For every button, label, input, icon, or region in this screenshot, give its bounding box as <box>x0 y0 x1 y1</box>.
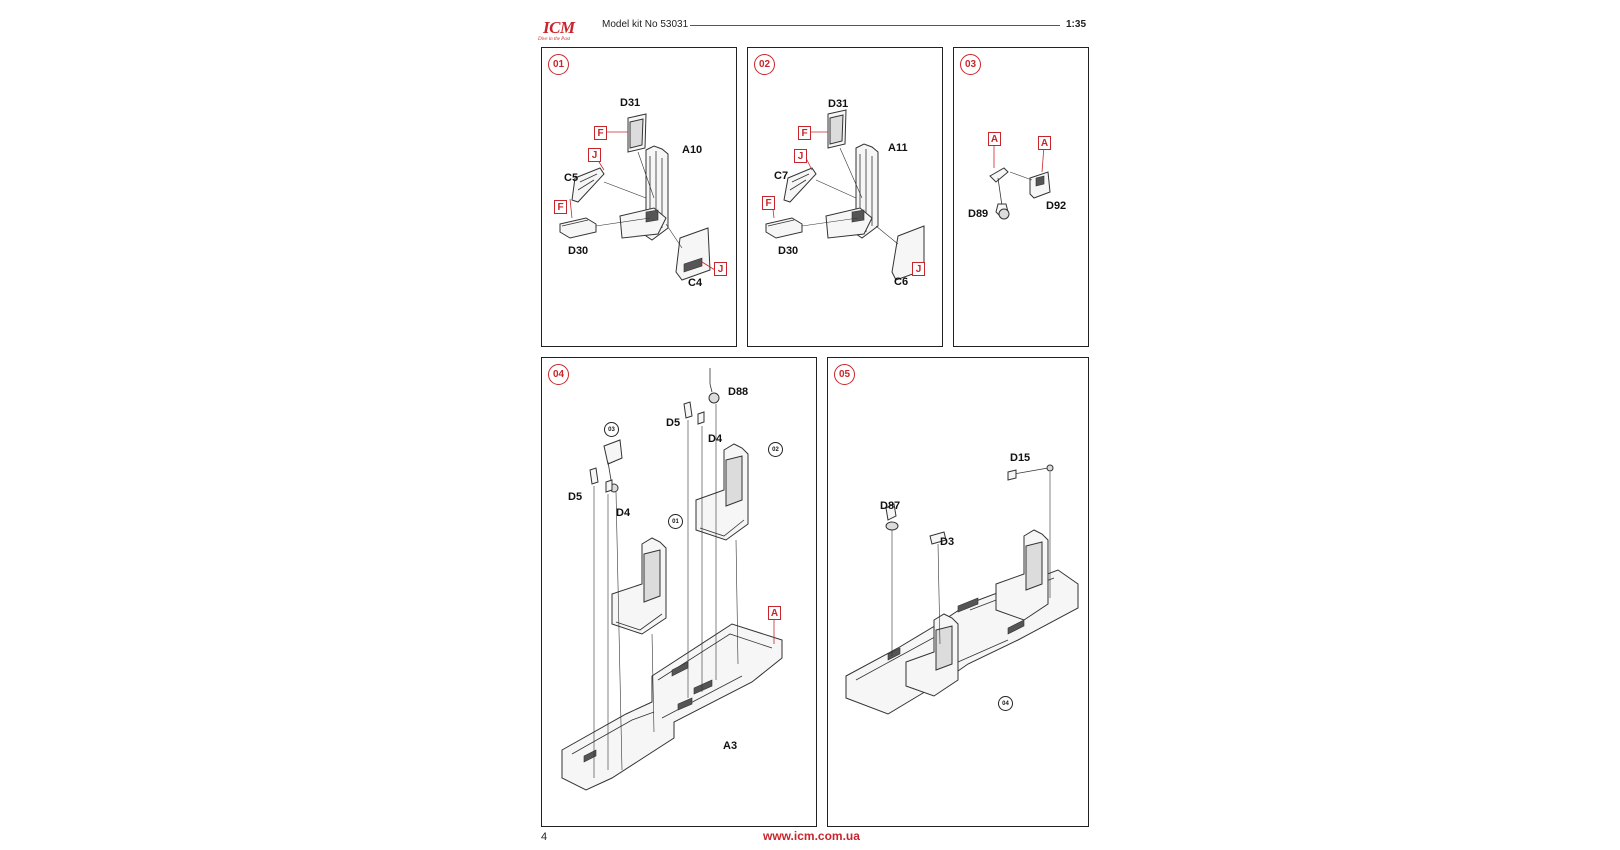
material-tag-j: J <box>912 262 925 276</box>
step-01-panel: 01 D31 A10 C5 D30 C4 F J F J <box>541 47 737 347</box>
kit-number: Model kit No 53031 <box>602 19 689 30</box>
step-03-panel: 03 D89 D92 A A <box>953 47 1089 347</box>
material-tag-a: A <box>768 606 781 620</box>
material-tag-f: F <box>554 200 567 214</box>
material-tag-f: F <box>798 126 811 140</box>
step-03-drawing <box>989 144 1051 220</box>
material-tag-f: F <box>594 126 607 140</box>
part-c6: C6 <box>894 276 909 288</box>
subassembly-ref-04: 04 <box>998 696 1013 711</box>
header-rule <box>690 25 1060 26</box>
subassembly-ref-03: 03 <box>604 422 619 437</box>
step-05-number: 05 <box>834 364 855 385</box>
scale-label: 1:35 <box>1066 19 1087 30</box>
part-a10: A10 <box>682 144 703 156</box>
material-tag-j: J <box>714 262 727 276</box>
step-02-drawing <box>765 109 925 281</box>
part-d92: D92 <box>1046 200 1067 212</box>
material-tag-j: J <box>794 149 807 163</box>
part-c4: C4 <box>688 277 703 289</box>
material-tag-j: J <box>588 148 601 162</box>
step-04-drawing <box>561 368 783 791</box>
part-d4: D4 <box>616 507 631 519</box>
part-d5: D5 <box>666 417 681 429</box>
part-d3: D3 <box>940 536 955 548</box>
step-05-drawing <box>845 464 1079 715</box>
website-link[interactable]: www.icm.com.ua <box>763 829 860 843</box>
step-02-number: 02 <box>754 54 775 75</box>
step-02-panel: 02 D31 A11 C7 D30 C6 F J F J <box>747 47 943 347</box>
part-d89: D89 <box>968 208 989 220</box>
part-d5: D5 <box>568 491 583 503</box>
logo-tagline: Dive in the Past <box>538 37 571 42</box>
material-tag-a: A <box>1038 136 1051 150</box>
material-tag-f: F <box>762 196 775 210</box>
part-d4: D4 <box>708 433 723 445</box>
part-c7: C7 <box>774 170 789 182</box>
step-03-number: 03 <box>960 54 981 75</box>
subassembly-ref-01: 01 <box>668 514 683 529</box>
step-01-drawing <box>559 113 716 281</box>
part-a3: A3 <box>723 740 738 752</box>
step-04-number: 04 <box>548 364 569 385</box>
part-a11: A11 <box>888 142 908 154</box>
part-d15: D15 <box>1010 452 1031 464</box>
part-d31: D31 <box>828 98 849 110</box>
part-d30: D30 <box>778 245 799 257</box>
part-c5: C5 <box>564 172 579 184</box>
step-01-number: 01 <box>548 54 569 75</box>
part-d88: D88 <box>728 386 749 398</box>
part-d30: D30 <box>568 245 589 257</box>
subassembly-ref-02: 02 <box>768 442 783 457</box>
icm-logo: ICM <box>543 18 575 37</box>
part-d87: D87 <box>880 500 901 512</box>
part-d31: D31 <box>620 97 641 109</box>
material-tag-a: A <box>988 132 1001 146</box>
page-number: 4 <box>541 831 548 843</box>
step-05-panel: 05 D15 D87 D3 04 <box>827 357 1089 827</box>
step-04-panel: 04 D88 D5 D4 D5 D4 A3 A 03 02 01 <box>541 357 817 827</box>
